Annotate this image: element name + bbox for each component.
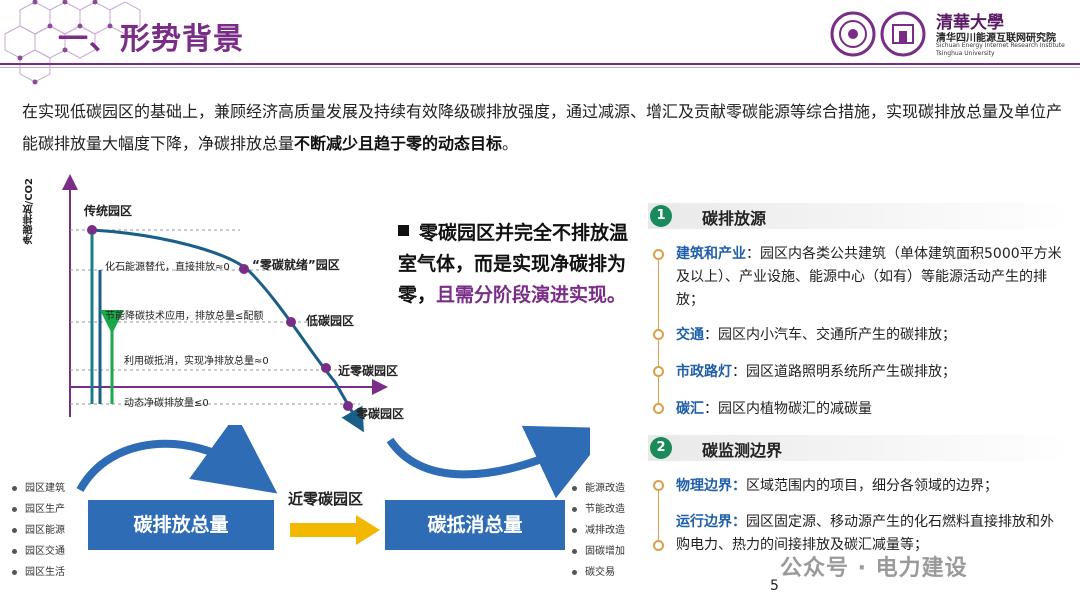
header-divider (0, 63, 1080, 65)
boundary-item-operation: 运行边界：园区固定源、移动源产生的化石燃料直接排放和外购电力、热力的间接排放及碳… (676, 511, 1066, 557)
label-zero: 零碳园区 (356, 407, 405, 421)
label-low: 低碳园区 (306, 314, 355, 328)
source-item-building: 建筑和产业：园区内各类公共建筑（单体建筑面积5000平方米及以上）、产业设施、能… (676, 243, 1066, 312)
boundary-text: 园区固定源、移动源产生的化石燃料直接排放和外购电力、热力的间接排放及碳汇减量等； (676, 514, 1054, 553)
watermark: 公众号 · 电力建设 (780, 556, 968, 581)
list-item: 园区建筑 (12, 478, 65, 499)
boundary-key: 物理边界： (676, 478, 746, 494)
section2-timeline (658, 484, 659, 544)
section2-title: 碳监测边界 (702, 441, 783, 460)
total-offset-box: 碳抵消总量 (385, 500, 565, 550)
timeline-dot (653, 329, 664, 340)
section2-header-bar (648, 435, 1068, 461)
point-ready (239, 264, 249, 274)
source-text: ：园区内各类公共建筑（单体建筑面积5000平方米及以上）、产业设施、能源中心（如… (676, 246, 1062, 308)
section1-header-bar (648, 203, 1068, 229)
band-label-4: 动态净碳排放量≤0 (124, 398, 209, 409)
source-key: 市政路灯 (676, 364, 732, 380)
institute-university-en: Tsinghua University (936, 50, 995, 57)
list-item: 减排改造 (572, 520, 625, 541)
hexagon-pattern-decoration (4, 0, 141, 85)
boundary-key: 运行边界： (676, 514, 746, 530)
timeline-dot (653, 480, 664, 491)
page-title: 一、形势背景 (58, 22, 244, 57)
intro-end: 。 (502, 134, 519, 153)
source-item-streetlight: 市政路灯：园区道路照明系统所产生碳排放； (676, 361, 1066, 384)
left-curved-arrow (76, 425, 278, 494)
source-text: ：园区内植物碳汇的减碳量 (704, 401, 872, 417)
institute-seal-logo (880, 11, 926, 61)
label-ready: “零碳就绪”园区 (252, 258, 340, 272)
header-divider-thin (0, 67, 1080, 68)
point-zero (343, 401, 353, 411)
boundary-item-physical: 物理边界：区域范围内的项目，细分各领域的边界； (676, 475, 1066, 498)
institute-name-cn: 清华四川能源互联网研究院 (936, 33, 1056, 44)
university-seal-logo (830, 11, 876, 61)
band-label-3: 利用碳抵消，实现净排放总量≈0 (124, 356, 269, 367)
offset-measure-list: 能源改造 节能改造 减排改造 固碳增加 碳交易 (572, 478, 625, 583)
label-near: 近零碳园区 (338, 364, 399, 378)
list-item: 园区能源 (12, 520, 65, 541)
list-item: 能源改造 (572, 478, 625, 499)
source-text: ：园区道路照明系统所产生碳排放； (732, 364, 956, 380)
bullet-square-icon (398, 225, 409, 236)
zero-carbon-callout: 零碳园区并完全不排放温室气体，而是实现净碳排为零，且需分阶段演进实现。 (398, 218, 630, 311)
right-curved-arrow (386, 425, 590, 499)
list-item: 固碳增加 (572, 541, 625, 562)
emission-source-list: 园区建筑 园区生产 园区能源 园区交通 园区生活 (12, 478, 65, 583)
callout-accent: 且需分阶段演进实现。 (436, 284, 627, 306)
park-evolution-chart (62, 174, 388, 432)
timeline-dot (653, 249, 664, 260)
source-item-sink: 碳汇：园区内植物碳汇的减碳量 (676, 398, 1066, 421)
boundary-text: 区域范围内的项目，细分各领域的边界； (746, 478, 998, 494)
list-item: 园区生活 (12, 562, 65, 583)
intro-text: 在实现低碳园区的基础上，兼顾经济高质量发展及持续有效降级碳排放强度，通过减源、增… (22, 102, 1063, 153)
tsinghua-calligraphy-logo: 清華大學 (936, 13, 1004, 33)
source-text: ：园区内小汽车、交通所产生的碳排放； (704, 327, 956, 343)
page-number: 5 (770, 578, 779, 594)
institute-name-en: Sichuan Energy Internet Research Institu… (936, 42, 1065, 49)
list-item: 园区交通 (12, 541, 65, 562)
list-item: 碳交易 (572, 562, 625, 583)
flow-right-arrow-icon (290, 515, 380, 545)
callout-text: 零碳园区并完全不排放温室气体，而是实现净碳排为零， (398, 222, 629, 306)
band-label-1: 化石能源替代，直接排放≈0 (105, 262, 230, 273)
list-item: 节能改造 (572, 499, 625, 520)
band-label-2: 节能降碳技术应用，排放总量≤配额 (105, 311, 264, 322)
point-traditional (87, 225, 97, 235)
section1-number-badge: 1 (650, 205, 672, 227)
label-traditional: 传统园区 (84, 204, 133, 218)
flow-arrow-label: 近零碳园区 (288, 490, 364, 508)
timeline-dot (653, 403, 664, 414)
source-key: 碳汇 (676, 401, 704, 417)
chart-ylabel: 净碳排放/CO2 (24, 178, 35, 245)
timeline-dot (653, 540, 664, 551)
source-key: 交通 (676, 327, 704, 343)
intro-paragraph: 在实现低碳园区的基础上，兼顾经济高质量发展及持续有效降级碳排放强度，通过减源、增… (22, 96, 1062, 160)
section1-title: 碳排放源 (702, 209, 767, 228)
timeline-dot (653, 366, 664, 377)
source-item-traffic: 交通：园区内小汽车、交通所产生的碳排放； (676, 324, 1066, 347)
total-emission-box: 碳排放总量 (88, 500, 274, 550)
intro-bold-text: 不断减少且趋于零的动态目标 (294, 134, 503, 153)
point-near (321, 363, 331, 373)
emission-curve (91, 228, 364, 432)
flow-curved-arrows (76, 425, 590, 499)
point-low (286, 317, 296, 327)
source-key: 建筑和产业 (676, 246, 746, 262)
list-item: 园区生产 (12, 499, 65, 520)
section2-number-badge: 2 (650, 437, 672, 459)
